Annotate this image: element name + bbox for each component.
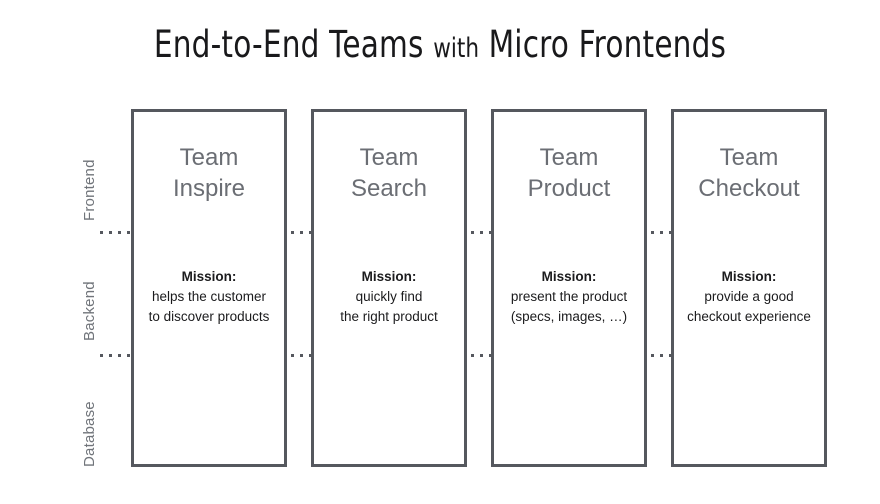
layer-label-frontend: Frontend [81,159,98,221]
team-name-line-1: Team [179,144,239,171]
page-title-part-2: with [433,33,480,64]
mission-line-2: checkout experience [687,309,811,324]
divider-dot [669,354,672,357]
divider-dot [300,231,303,234]
mission-line-1: helps the customer [151,289,267,304]
divider-dot [660,354,663,357]
team-mission-search: Mission: quickly find the right product [314,267,464,327]
page-title-part-3: Micro Frontends [488,23,727,66]
divider-dot [480,354,483,357]
divider-dot [471,354,474,357]
mission-line-1: provide a good [704,289,794,304]
team-title-product: Team Product [494,142,644,204]
layer-label-database: Database [81,401,98,467]
mission-heading: Mission: [361,269,417,284]
divider-dot [489,231,492,234]
team-name-line-2: Checkout [698,175,800,202]
team-name-line-1: Team [539,144,599,171]
mission-line-2: the right product [340,309,438,324]
divider-dot [300,354,303,357]
page-title: End-to-End Teams with Micro Frontends [88,22,792,72]
divider-dot [100,354,103,357]
divider-dot [309,231,312,234]
divider-dot [291,354,294,357]
divider-dot [118,231,121,234]
divider-dot [109,354,112,357]
mission-heading: Mission: [721,269,777,284]
team-mission-inspire: Mission: helps the customer to discover … [134,267,284,327]
team-name-line-1: Team [719,144,779,171]
divider-dot [660,231,663,234]
divider-dot [291,231,294,234]
team-title-search: Team Search [314,142,464,204]
divider-dot [651,231,654,234]
mission-line-2: to discover products [148,309,270,324]
divider-dot [651,354,654,357]
team-title-checkout: Team Checkout [674,142,824,204]
team-column-inspire[interactable]: Team Inspire Mission: helps the customer… [131,109,287,467]
mission-heading: Mission: [541,269,597,284]
divider-dot [669,231,672,234]
divider-dot [118,354,121,357]
team-column-product[interactable]: Team Product Mission: present the produc… [491,109,647,467]
mission-heading: Mission: [181,269,237,284]
team-mission-checkout: Mission: provide a good checkout experie… [674,267,824,327]
divider-dot [489,354,492,357]
mission-line-1: present the product [510,289,628,304]
mission-line-2: (specs, images, …) [510,309,628,324]
divider-dot [100,231,103,234]
team-name-line-2: Product [527,175,611,202]
team-name-line-2: Search [350,175,428,202]
divider-dot [109,231,112,234]
team-mission-product: Mission: present the product (specs, ima… [494,267,644,327]
divider-dot [309,354,312,357]
layer-label-backend: Backend [81,281,98,341]
team-column-checkout[interactable]: Team Checkout Mission: provide a good ch… [671,109,827,467]
team-name-line-2: Inspire [172,175,246,202]
divider-dot [127,354,130,357]
divider-dot [480,231,483,234]
team-title-inspire: Team Inspire [134,142,284,204]
team-name-line-1: Team [359,144,419,171]
page-title-part-1: End-to-End Teams [153,23,424,66]
divider-dot [471,231,474,234]
mission-line-1: quickly find [355,289,423,304]
team-column-search[interactable]: Team Search Mission: quickly find the ri… [311,109,467,467]
divider-dot [127,231,130,234]
